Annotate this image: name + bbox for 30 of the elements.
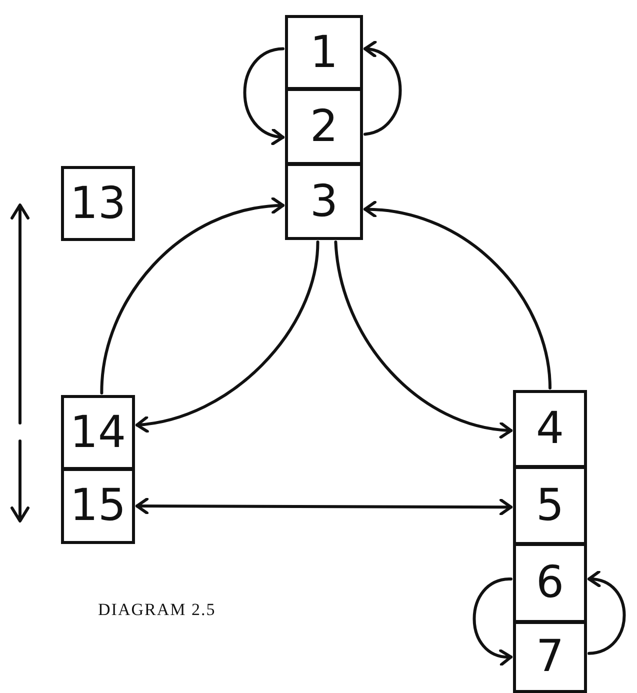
- box-number: 1: [310, 30, 338, 74]
- box-number: 3: [310, 180, 338, 224]
- box-number: 4: [536, 407, 564, 451]
- number-box: [285, 163, 363, 240]
- curved-arrow: [334, 240, 512, 438]
- curved-arrow: [136, 240, 320, 432]
- box-number: 13: [70, 182, 126, 226]
- number-box: [285, 15, 363, 90]
- number-box: [513, 621, 587, 693]
- box-number: 2: [310, 104, 338, 148]
- number-box: [513, 466, 587, 545]
- number-box: [285, 88, 363, 165]
- diagram-caption: DIAGRAM 2.5: [98, 600, 216, 620]
- curved-arrow: [243, 47, 284, 144]
- box-number: 5: [536, 484, 564, 528]
- number-box: [513, 390, 587, 468]
- number-box: [61, 395, 135, 470]
- curved-arrow: [472, 578, 512, 665]
- curved-arrow: [136, 498, 512, 516]
- number-box: [513, 543, 587, 623]
- number-box: [61, 166, 135, 241]
- number-box: [61, 468, 135, 544]
- box-number: 15: [70, 484, 126, 528]
- box-number: 7: [536, 635, 564, 679]
- curved-arrow: [364, 201, 552, 390]
- curved-arrow: [588, 572, 626, 655]
- box-number: 14: [70, 410, 126, 454]
- curved-arrow: [100, 198, 284, 394]
- box-number: 6: [536, 561, 564, 605]
- curved-arrow: [364, 42, 402, 136]
